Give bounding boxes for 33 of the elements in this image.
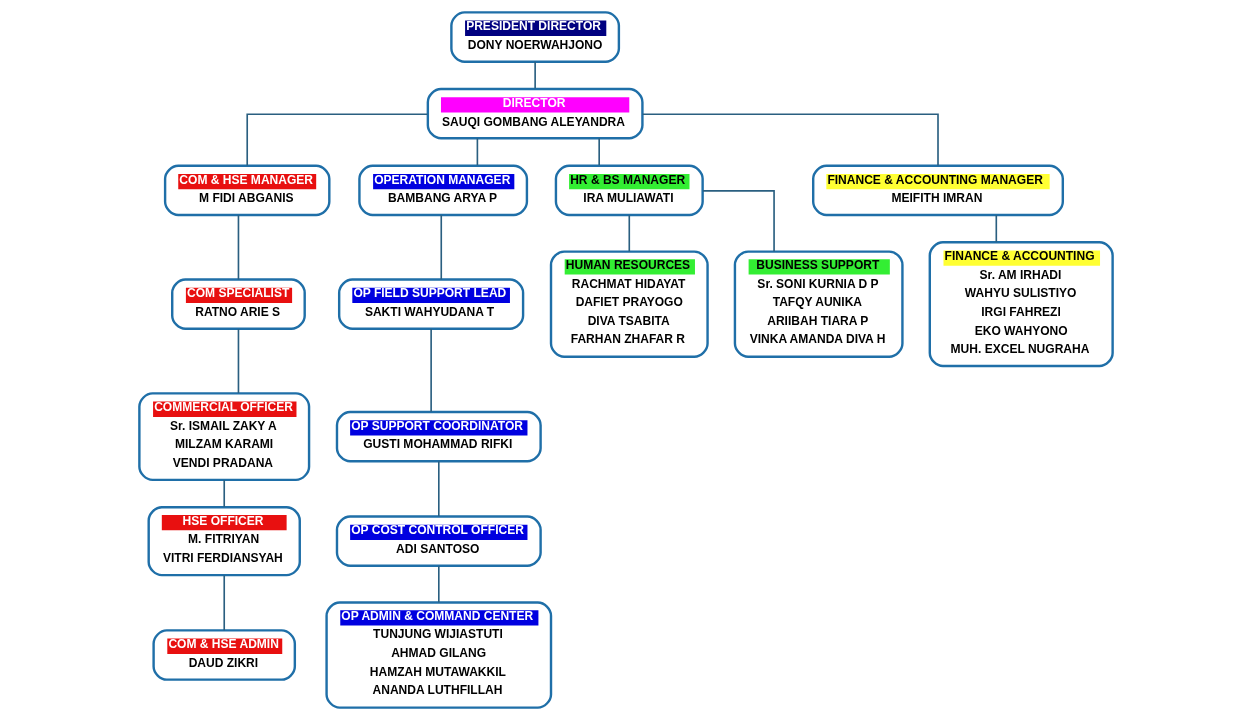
connector (223, 479, 226, 508)
node-box: HR & BS MANAGER IRA MULIAWATI (554, 164, 704, 217)
node-box: COM & HSE MANAGER M FIDI ABGANIS (163, 164, 331, 217)
node-box: BUSINESS SUPPORT Sr. SONI KURNIA D P TAFQY AUNIKA ARIIBAH TIARA P VINKA AMANDA DIVA H (733, 250, 904, 358)
node-box: FINANCE & ACCOUNTING MANAGER MEIFITH IMRAN (812, 164, 1064, 217)
node-box: HUMAN RESOURCES RACHMAT HIDAYAT DAFIET PRAYOGO DIVA TSABITA FARHAN ZHAFAR R (549, 250, 709, 358)
connector (476, 137, 479, 166)
connector (237, 214, 240, 281)
connector (438, 565, 440, 604)
node-box: OPERATION MANAGER BAMBANG ARYA P (358, 164, 529, 217)
connector (237, 328, 240, 394)
node-box: OP FIELD SUPPORT LEAD SAKTI WAHYUDANA T (337, 278, 525, 330)
node-box: DIRECTOR SAUQI GOMBANG ALEYANDRA (426, 87, 644, 140)
connector (534, 60, 536, 90)
node-box: OP SUPPORT COORDINATOR GUSTI MOHAMMAD RIFKI (335, 410, 542, 463)
connector (628, 214, 631, 253)
node-box: COM & HSE ADMIN DAUD ZIKRI (152, 629, 297, 681)
node-box: FINANCE & ACCOUNTING Sr. AM IRHADI WAHYU SULISTIYO IRGI FAHREZI EKO WAHYONO MUH. EXCEL NUGRAHA (928, 241, 1114, 368)
node-box: OP COST CONTROL OFFICER ADI SANTOSO (335, 515, 542, 567)
connector (440, 214, 443, 281)
connector (223, 574, 226, 632)
node-box: OP ADMIN & COMMAND CENTER TUNJUNG WIJIASTUTI AHMAD GILANG HAMZAH MUTAWAKKIL ANANDA LUTHFILLAH (325, 601, 553, 709)
connector (641, 113, 939, 167)
node-box: PRESIDENT DIRECTOR DONY NOERWAHJONO (450, 11, 621, 63)
connector (598, 137, 600, 166)
connector (995, 214, 998, 243)
node-box: HSE OFFICER M. FITRIYAN VITRI FERDIANSYAH (147, 506, 301, 577)
node-box: COM SPECIALIST RATNO ARIE S (171, 278, 306, 330)
connector (438, 460, 440, 518)
connector (702, 190, 775, 253)
connector (430, 328, 432, 413)
node-box: COMMERCIAL OFFICER Sr. ISMAIL ZAKY A MILZAM KARAMI VENDI PRADANA (138, 392, 311, 482)
connector (246, 113, 429, 167)
